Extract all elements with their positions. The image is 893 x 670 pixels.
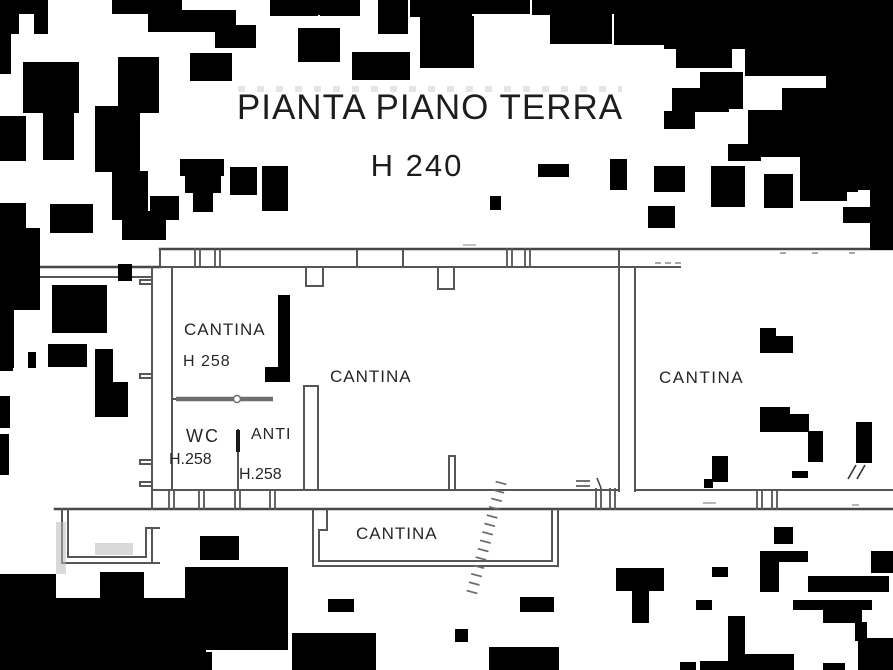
small-marks: [463, 244, 866, 506]
south-cantina-walls: [312, 509, 559, 567]
window-symbols: [168, 248, 778, 510]
room-label-wc: WC: [186, 426, 220, 446]
stair-hatch: [466, 480, 507, 595]
room-height-cantina-nw: H 258: [183, 353, 231, 370]
cantina-wc-divider: [172, 394, 273, 404]
room-label-cantina-nw: CANTINA: [184, 320, 266, 339]
room-height-wc: H.258: [169, 451, 212, 468]
plan-height-note: H 240: [370, 148, 464, 183]
room-label-cantina-south: CANTINA: [356, 524, 438, 543]
wall-niches: [305, 267, 455, 290]
room-label-cantina-east: CANTINA: [659, 368, 745, 387]
plan-title: PIANTA PIANO TERRA: [236, 88, 624, 127]
room-height-anti: H.258: [239, 466, 282, 483]
room-label-cantina-center: CANTINA: [330, 367, 412, 386]
poche-wall: [265, 295, 290, 382]
scan-speckle-row: [238, 86, 622, 92]
room-label-anti: ANTI: [251, 426, 292, 443]
